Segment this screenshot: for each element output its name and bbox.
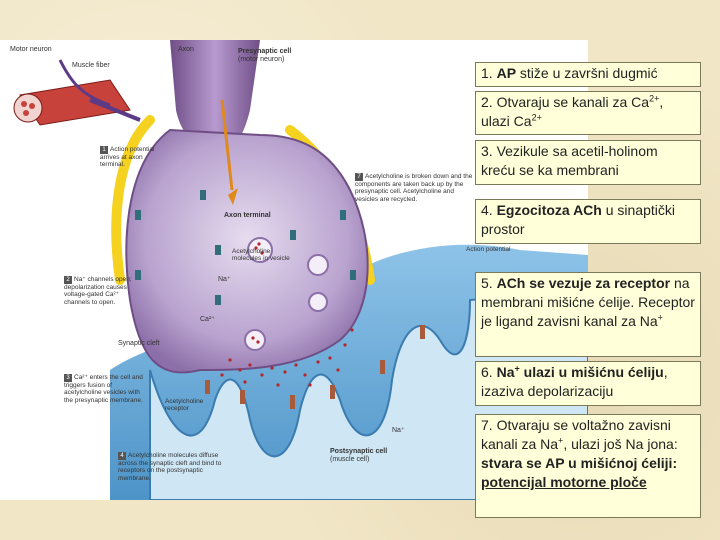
membrane-channels bbox=[135, 190, 356, 305]
box-2-line2: ulazi Ca bbox=[481, 112, 532, 129]
box-5-number: 5. bbox=[481, 275, 497, 291]
box-6-text: , izaziva depolarizaciju bbox=[481, 364, 668, 399]
step-7-text: Acetylcholine is broken down and the com… bbox=[355, 173, 473, 203]
box-7-colon: : bbox=[672, 454, 678, 471]
axon-terminal bbox=[125, 128, 369, 374]
presynaptic-cell-title: Presynaptic cell bbox=[238, 48, 292, 55]
box-4-bold: Egzocitoza ACh bbox=[496, 202, 602, 218]
box-3-text: 3. Vezikule sa acetil-holinom kreću se k… bbox=[481, 143, 658, 178]
box-7-sup: + bbox=[558, 435, 564, 446]
box-6-bold: ulazi u mišićnu ćeliju bbox=[519, 364, 664, 380]
annotation-box-3: 3. Vezikule sa acetil-holinom kreću se k… bbox=[475, 140, 701, 185]
label-axon-terminal: Axon terminal bbox=[224, 212, 271, 219]
box-1-text: stiže u završni dugmić bbox=[516, 65, 658, 81]
box-7-text: 7. Otvaraju se voltažno zavisni kanali z… bbox=[481, 417, 671, 452]
label-ca-2plus: Ca²⁺ bbox=[200, 316, 215, 323]
label-na-plus-lower: Na⁺ bbox=[392, 427, 405, 434]
step-3-text: Ca²⁺ enters the cell and triggers fusion… bbox=[64, 374, 143, 404]
label-axon: Axon bbox=[178, 46, 194, 53]
box-6-bold-na: Na bbox=[496, 364, 515, 380]
step-2-text: Na⁺ channels open; depolarization causes… bbox=[64, 276, 132, 306]
annotation-box-7: 7. Otvaraju se voltažno zavisni kanali z… bbox=[475, 414, 701, 518]
ach-molecules bbox=[220, 242, 354, 387]
box-2-comma: , bbox=[659, 94, 664, 110]
label-presynaptic-cell: Presynaptic cell (motor neuron) bbox=[238, 48, 291, 64]
box-2-text: 2. Otvaraju se kanali za Ca bbox=[481, 94, 650, 110]
label-ach-receptor: Acetylcholine receptor bbox=[165, 398, 204, 413]
annotation-box-6: 6. Na+ ulazi u mišićnu ćeliju, izaziva d… bbox=[475, 361, 701, 406]
box-7-bold: stvara se AP u mišićnoj ćeliji bbox=[481, 454, 673, 471]
postsynaptic-cell-title: Postsynaptic cell bbox=[330, 448, 388, 455]
box-4-text: u sinaptički prostor bbox=[481, 202, 675, 237]
step-1-text: Action potential arrives at axon termina… bbox=[100, 146, 155, 169]
annotation-box-2: 2. Otvaraju se kanali za Ca2+, ulazi Ca2… bbox=[475, 91, 701, 135]
axon bbox=[170, 40, 260, 150]
box-7-underlined: potencijal motorne ploče bbox=[481, 473, 647, 490]
step-2-number: 2 bbox=[64, 276, 72, 284]
annotation-box-4: 4. Egzocitoza ACh u sinaptički prostor bbox=[475, 199, 701, 244]
box-5-bold: ACh se vezuje za receptor bbox=[496, 275, 671, 291]
box-6-sup: + bbox=[514, 363, 520, 374]
ach-vesicles bbox=[244, 237, 329, 351]
step-3-number: 3 bbox=[64, 374, 72, 382]
box-2-sup: 2+ bbox=[649, 93, 660, 104]
box-1-number: 1. bbox=[481, 65, 493, 81]
presynaptic-cell-subtitle: (motor neuron) bbox=[238, 56, 285, 64]
step-7-number: 7 bbox=[355, 173, 363, 181]
box-4-number: 4. bbox=[481, 202, 497, 218]
box-7-text-rest: , ulazi još Na jona: bbox=[563, 435, 678, 452]
step-4-text: Acetylcholine molecules diffuse across t… bbox=[118, 452, 222, 482]
label-na-plus: Na⁺ bbox=[218, 276, 231, 283]
step-4-number: 4 bbox=[118, 452, 126, 460]
box-6-number: 6. bbox=[481, 364, 497, 380]
step-1-number: 1 bbox=[100, 146, 108, 154]
annotation-box-1: 1. AP stiže u završni dugmić bbox=[475, 62, 701, 87]
inset-motor-neuron bbox=[13, 59, 141, 126]
annotation-box-5: 5. ACh se vezuje za receptor na membrani… bbox=[475, 272, 701, 357]
label-ach-vesicle: Acetylcholine molecules in vesicle bbox=[232, 248, 290, 263]
box-5-text: na membrani mišićne ćelije. Receptor je … bbox=[481, 275, 695, 329]
label-synaptic-cleft: Synaptic cleft bbox=[118, 340, 160, 347]
ach-receptors bbox=[205, 325, 425, 409]
box-1-bold: AP bbox=[496, 65, 517, 81]
label-muscle-fiber: Muscle fiber bbox=[72, 62, 110, 69]
box-5-sup: + bbox=[657, 312, 663, 323]
box-2-sup2: 2+ bbox=[531, 112, 542, 123]
postsynaptic-cell-subtitle: (muscle cell) bbox=[330, 456, 370, 464]
label-action-potential: Action potential bbox=[466, 246, 511, 253]
label-motor-neuron: Motor neuron bbox=[10, 46, 52, 53]
label-postsynaptic-cell: Postsynaptic cell (muscle cell) bbox=[330, 448, 387, 464]
